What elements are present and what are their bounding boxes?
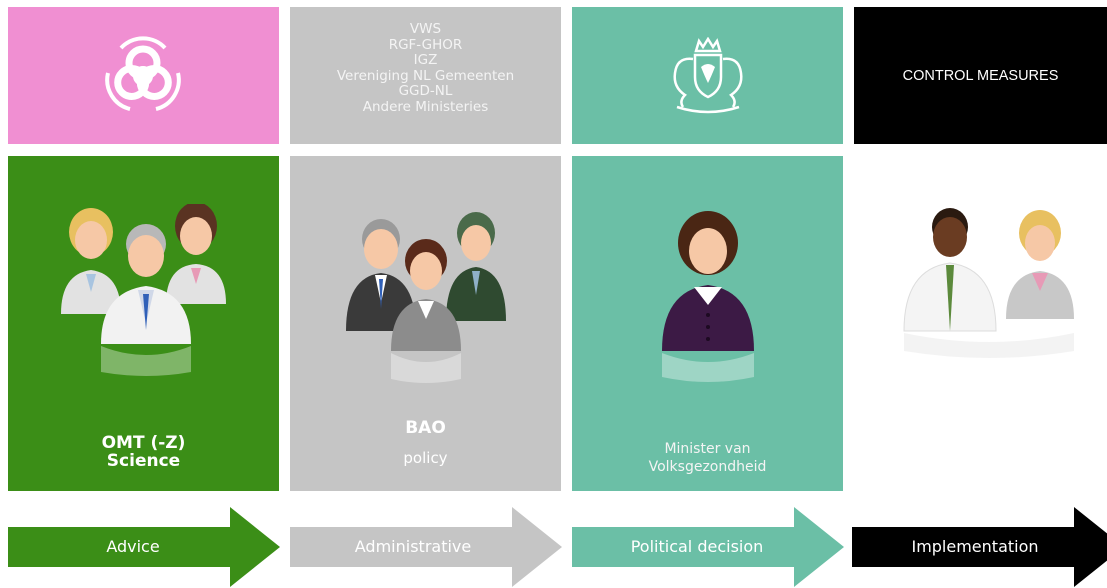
administrative-arrow: Administrative (290, 507, 562, 587)
political-panel: Minister van Volksgezondheid (572, 156, 843, 491)
org-other-ministries: Andere Ministeries (362, 98, 489, 115)
royal-coat-of-arms-icon (673, 37, 743, 114)
org-vng: Vereniging NL Gemeenten (336, 67, 515, 84)
administrative-panel: BAO policy (290, 156, 561, 491)
administrative-organisations-list: VWS RGF-GHOR IGZ Vereniging NL Gemeenten… (290, 21, 561, 116)
minister-icon (662, 211, 754, 382)
scientists-group-icon (61, 204, 226, 376)
advice-arrow-label: Advice (106, 537, 160, 556)
org-igz: IGZ (413, 52, 438, 69)
implementation-arrow-label: Implementation (911, 537, 1039, 556)
org-ggd-nl: GGD-NL (398, 83, 453, 100)
control-measures-label: CONTROL MEASURES (902, 68, 1059, 84)
advice-caption: OMT (-Z) Science (8, 434, 279, 470)
political-header-box (572, 7, 843, 144)
biohazard-icon (105, 36, 181, 111)
political-caption-line2: Volksgezondheid (648, 459, 767, 475)
advice-panel: OMT (-Z) Science (8, 156, 279, 491)
political-caption-line1: Minister van (664, 441, 751, 457)
administrators-group-icon (346, 212, 506, 383)
advice-caption-line2: Science (106, 451, 181, 471)
implementation-header-box: CONTROL MEASURES (854, 7, 1107, 144)
implementation-panel (854, 156, 1107, 491)
political-arrow-label: Political decision (630, 537, 764, 556)
administrative-caption: BAO policy (290, 418, 561, 470)
implementation-arrow: Implementation (852, 507, 1107, 587)
implementers-group-icon (903, 208, 1074, 358)
political-caption: Minister van Volksgezondheid (572, 440, 843, 476)
org-vws: VWS (409, 21, 442, 37)
administrative-arrow-label: Administrative (354, 537, 472, 556)
advice-arrow: Advice (8, 507, 280, 587)
org-rgf-ghor: RGF-GHOR (388, 36, 463, 53)
administrative-header-box: VWS RGF-GHOR IGZ Vereniging NL Gemeenten… (290, 7, 561, 144)
advice-header-box (8, 7, 279, 144)
administrative-caption-line1: BAO (405, 418, 446, 438)
administrative-caption-line2: policy (403, 449, 448, 467)
political-arrow: Political decision (572, 507, 844, 587)
advice-caption-line1: OMT (-Z) (101, 433, 186, 453)
